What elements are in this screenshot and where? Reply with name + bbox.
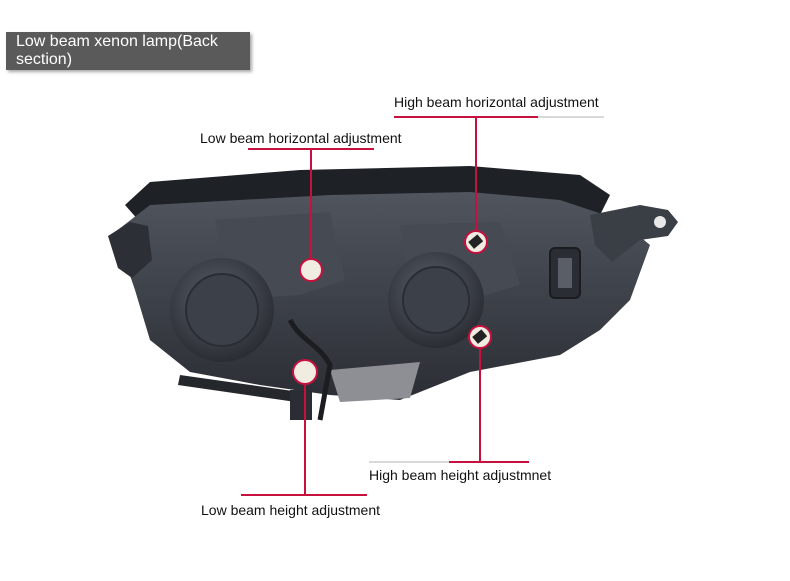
callout-low-beam-height: Low beam height adjustment (201, 502, 380, 518)
low-beam-horizontal-screw (299, 258, 323, 282)
callout-high-beam-horizontal: High beam horizontal adjustment (394, 94, 599, 110)
leader-low-beam-height (304, 384, 306, 494)
underline-high-beam-horizontal (394, 116, 538, 118)
leader-high-beam-horizontal (475, 117, 477, 231)
leader-low-beam-horizontal (310, 149, 312, 259)
title-text: Low beam xenon lamp(Back section) (16, 33, 218, 68)
low-beam-height-screw (292, 359, 318, 385)
callout-low-beam-horizontal: Low beam horizontal adjustment (200, 130, 402, 146)
callout-high-beam-height: High beam height adjustmnet (369, 467, 552, 483)
left-mount-bracket (108, 222, 152, 278)
title-banner: Low beam xenon lamp(Back section) (6, 32, 250, 70)
underline-low-beam-height (241, 494, 367, 496)
underline-high-beam-height (369, 461, 449, 463)
leader-high-beam-height (479, 348, 481, 461)
